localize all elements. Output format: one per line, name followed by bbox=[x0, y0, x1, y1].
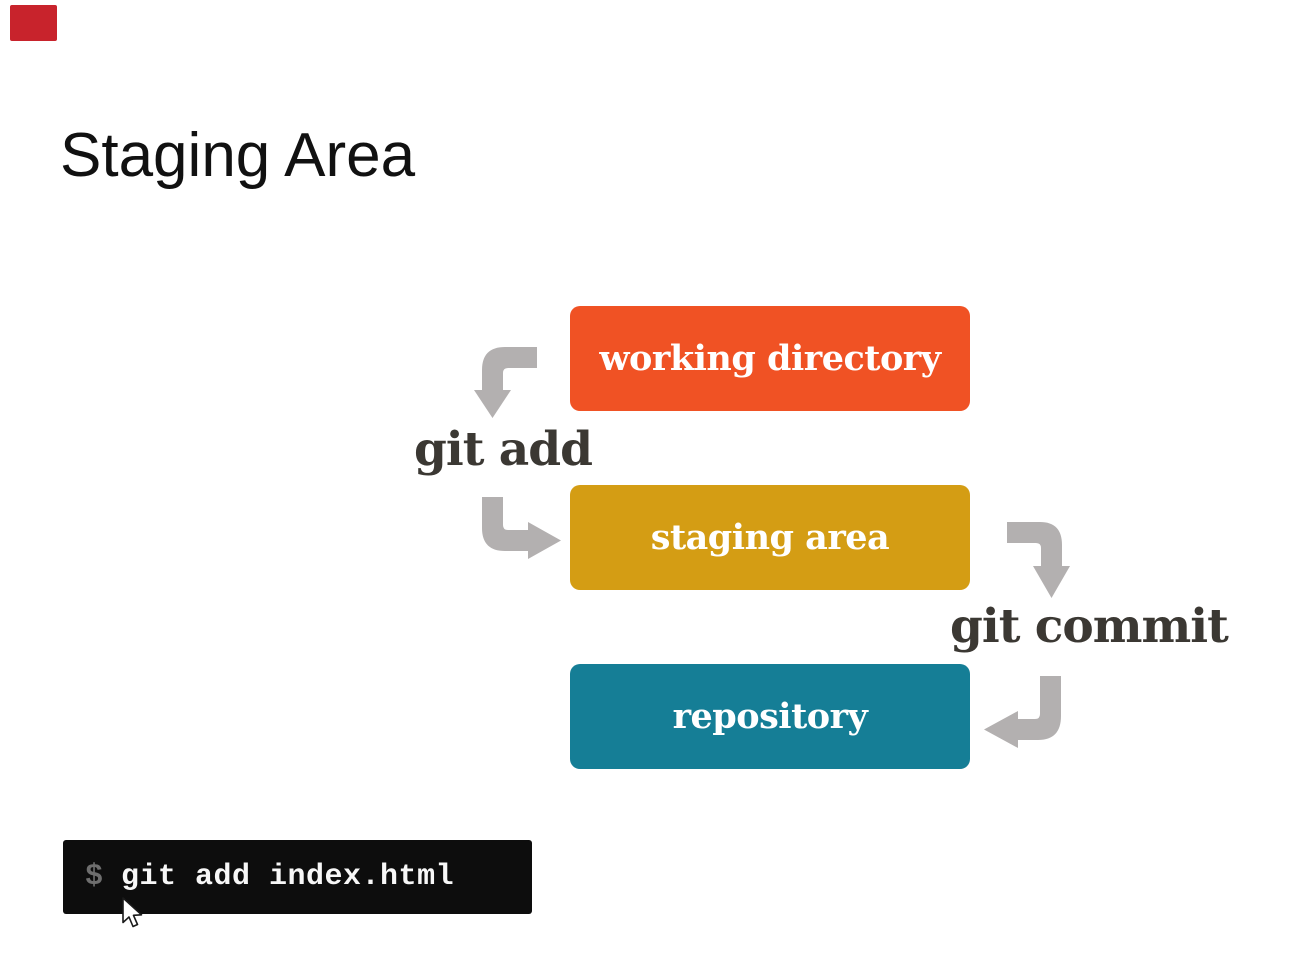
terminal-prompt: $ bbox=[85, 860, 104, 894]
node-staging-area-label: staging area bbox=[650, 517, 890, 558]
arrow-working-to-gitadd-icon bbox=[474, 347, 537, 418]
red-marker bbox=[10, 5, 57, 41]
arrow-gitcommit-to-repository-icon bbox=[984, 676, 1061, 748]
edge-label-git-add: git add bbox=[414, 422, 593, 477]
arrow-gitadd-to-staging-icon bbox=[482, 497, 561, 559]
node-working-directory: working directory bbox=[570, 306, 970, 411]
page-title: Staging Area bbox=[60, 121, 416, 190]
node-staging-area: staging area bbox=[570, 485, 970, 590]
arrow-staging-to-gitcommit-icon bbox=[1007, 522, 1070, 598]
mouse-cursor-icon bbox=[122, 897, 143, 928]
edge-label-git-commit: git commit bbox=[950, 599, 1229, 654]
node-working-directory-label: working directory bbox=[599, 338, 941, 379]
node-repository: repository bbox=[570, 664, 970, 769]
terminal-box: $ git add index.html bbox=[63, 840, 532, 914]
terminal-command: git add index.html bbox=[121, 860, 455, 894]
node-repository-label: repository bbox=[672, 696, 868, 737]
